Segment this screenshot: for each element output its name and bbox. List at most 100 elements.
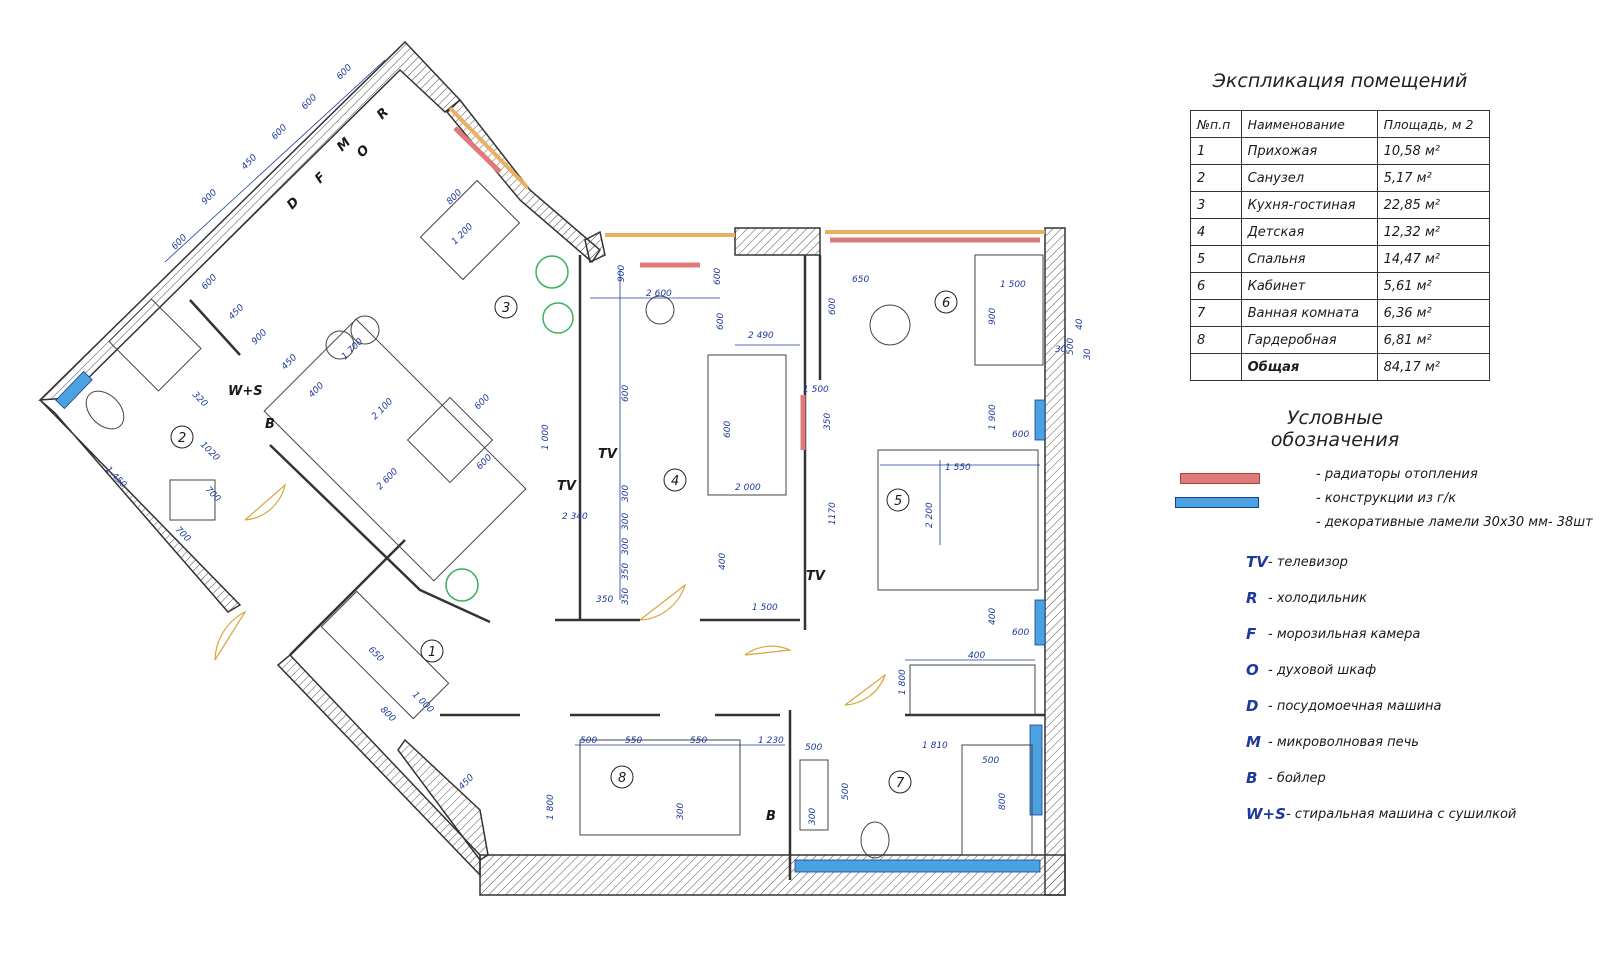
dimension-label: 1 500 — [803, 385, 829, 395]
dimension-label: 800 — [378, 705, 397, 724]
dimension-label: 350 — [596, 595, 613, 605]
dimension-label: 30 — [0, 0, 12, 3]
explication-title: Экспликация помещений — [1212, 70, 1468, 92]
dimension-label: 500 — [805, 743, 822, 753]
symbol-desc: - стиральная машина с сушилкой — [1286, 807, 1517, 822]
symbol-desc: - посудомоечная машина — [1268, 699, 1442, 714]
dimension-label: 350 — [621, 563, 631, 580]
dimension-label: 1 500 — [1000, 280, 1026, 290]
equipment-label: F — [312, 170, 329, 187]
symbol-item: O - духовой шкаф — [1190, 655, 1590, 691]
dimension-label: 450 — [457, 773, 476, 792]
dimension-label: 600 — [200, 273, 219, 292]
row-number: 5 — [1190, 245, 1242, 273]
total-label: Общая — [1240, 353, 1378, 381]
dimension-label: 1020 — [198, 440, 221, 463]
equipment-label: B — [265, 417, 275, 432]
dimension-label: 600 — [475, 453, 494, 472]
symbol-item: R - холодильник — [1190, 583, 1590, 619]
row-name: Спальня — [1240, 245, 1378, 273]
outer-walls — [38, 40, 1066, 896]
dimension-label: 300 — [621, 538, 631, 555]
room-number-circle — [494, 295, 518, 319]
symbol-key: D — [1246, 697, 1259, 715]
equipment-label: W+S — [228, 384, 263, 399]
row-number: 7 — [1190, 299, 1242, 327]
dimension-label: 400 — [988, 608, 998, 625]
dimension-label: 600 — [473, 393, 492, 412]
dimension-label: 900 — [617, 265, 627, 282]
row-name: Санузел — [1240, 164, 1378, 192]
dimension-label: 1 450 — [103, 465, 128, 490]
symbol-item: B- бойлер — [1190, 763, 1590, 799]
legend-text: - декоративные ламели 30х30 мм- 38шт — [1316, 515, 1593, 530]
room-number: 4 — [671, 474, 679, 489]
room-number: 2 — [178, 431, 186, 446]
row-area: 5,17 м² — [1376, 164, 1491, 192]
symbol-desc: - микроволновая печь — [1268, 735, 1419, 750]
dimension-label: 1 000 — [410, 690, 435, 715]
room-number-circle — [610, 765, 634, 789]
dimension-label: 900 — [988, 308, 998, 325]
symbol-key: O — [1246, 661, 1259, 679]
gk-constructions — [55, 370, 1046, 873]
dimension-label: 30 — [1055, 345, 1067, 355]
row-number: 4 — [1190, 218, 1242, 246]
table-header-row: №п.п Наименование Площадь, м 2 — [1190, 110, 1491, 138]
furniture — [85, 179, 1044, 859]
equipment-label: TV — [557, 479, 577, 494]
dimension-label: 1 800 — [898, 669, 908, 695]
dimension-label: 300 — [621, 513, 631, 530]
symbol-desc: - холодильник — [1268, 591, 1367, 606]
room-number-circle — [886, 488, 910, 512]
radiator-swatch — [1180, 473, 1260, 484]
row-name: Кухня-гостиная — [1240, 191, 1378, 219]
dimension-label: 800 — [445, 188, 464, 207]
col-name: Наименование — [1240, 110, 1378, 138]
dimension-label: 300 — [621, 485, 631, 502]
dimension-label: 300 — [808, 808, 818, 825]
doors — [214, 483, 887, 706]
dimension-label: 550 — [625, 736, 642, 746]
room-number-circle — [934, 290, 958, 314]
symbol-desc: - духовой шкаф — [1268, 663, 1377, 678]
dimension-label: 450 — [240, 153, 259, 172]
room-number: 3 — [502, 301, 510, 316]
row-number: 2 — [1190, 164, 1242, 192]
dimension-label: 1 810 — [922, 741, 948, 751]
dimension-label: 2 100 — [370, 397, 395, 422]
row-name: Прихожая — [1240, 137, 1378, 165]
symbol-key: R — [1246, 589, 1258, 607]
symbol-item: M- микроволновая печь — [1190, 727, 1590, 763]
row-area: 10,58 м² — [1376, 137, 1491, 165]
dimension-label: 1 800 — [546, 794, 556, 820]
dimension-label: 1 900 — [988, 404, 998, 430]
dimension-label: 600 — [621, 385, 631, 402]
row-number: 8 — [1190, 326, 1242, 354]
dimension-label: 600 — [170, 233, 189, 252]
equipment-label: TV — [806, 569, 826, 584]
room-number: 8 — [618, 771, 626, 786]
dimension-label: 2 600 — [375, 467, 400, 492]
legend-lines: - радиаторы отопления- конструкции из г/… — [1175, 465, 1593, 537]
dimension-label: 600 — [723, 421, 733, 438]
dimension-label: 1 550 — [945, 463, 971, 473]
dimension-label: 600 — [713, 268, 723, 285]
legend-item: - радиаторы отопления — [1180, 465, 1590, 489]
dimension-label: 600 — [335, 63, 354, 82]
radiators — [453, 126, 1040, 450]
dimension-label: 650 — [852, 275, 869, 285]
room-number-circle — [888, 770, 912, 794]
dimension-label: 2 340 — [562, 512, 588, 522]
dimension-label: 40 — [1075, 318, 1085, 330]
dimension-label: 320 — [190, 390, 209, 409]
dimension-label: 600 — [716, 313, 726, 330]
dimension-label: 1 200 — [450, 222, 475, 247]
